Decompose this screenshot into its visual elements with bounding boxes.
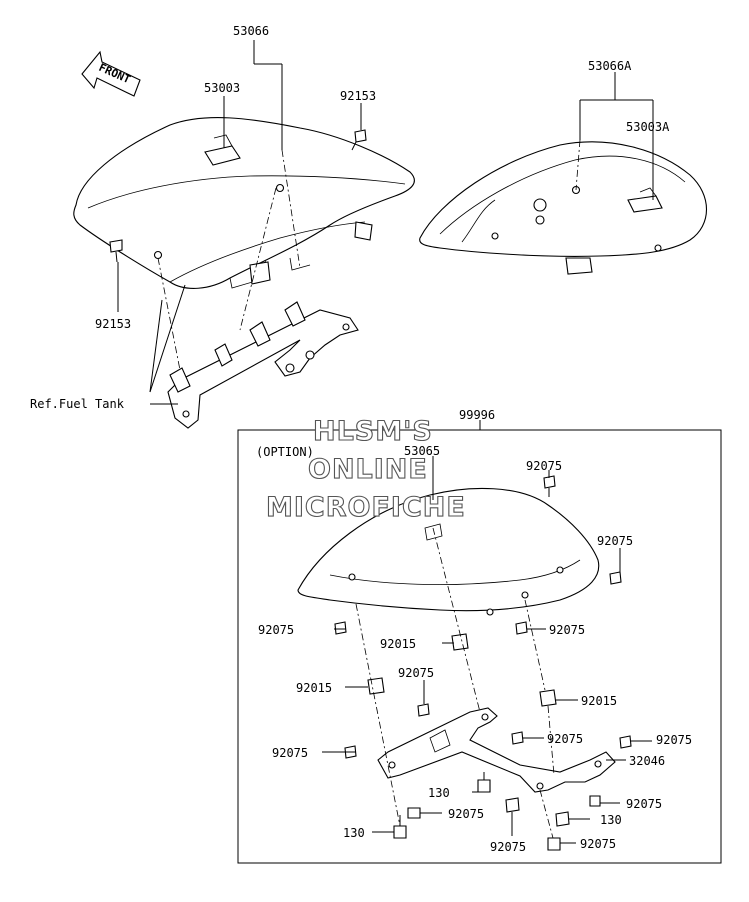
- part-labels: 53066 53003 92153 92153 53066A 53003A Re…: [30, 24, 692, 854]
- label-92153-top: 92153: [340, 89, 376, 103]
- label-92015-b: 92015: [296, 681, 332, 695]
- bolt-92075-group: [334, 475, 632, 851]
- watermark-line2: ONLINE: [308, 454, 428, 485]
- label-130-b: 130: [600, 813, 622, 827]
- label-92075-e: 92075: [398, 666, 434, 680]
- pillion-seat: [419, 141, 708, 275]
- label-53066A: 53066A: [588, 59, 632, 73]
- label-92075-d: 92075: [549, 623, 585, 637]
- nut-92015-center: [451, 633, 469, 651]
- watermark: HLSM'S ONLINE MICROFICHE: [265, 415, 466, 523]
- alignment-lines: [157, 139, 581, 839]
- label-92075-a: 92075: [526, 459, 562, 473]
- label-92015-a: 92015: [380, 637, 416, 651]
- label-92075-b: 92075: [597, 534, 633, 548]
- label-53003: 53003: [204, 81, 240, 95]
- label-130-a: 130: [428, 786, 450, 800]
- label-92075-g: 92075: [656, 733, 692, 747]
- label-99996: 99996: [459, 408, 495, 422]
- bolt-92153-top: [351, 129, 367, 151]
- label-53065: 53065: [404, 444, 440, 458]
- label-92075-j: 92075: [448, 807, 484, 821]
- front-arrow-icon: FRONT: [81, 50, 141, 97]
- label-130-c: 130: [343, 826, 365, 840]
- label-92075-k: 92075: [490, 840, 526, 854]
- bolt-92153-left: [109, 239, 123, 263]
- seat-cowl: [297, 487, 600, 616]
- label-92075-i: 92075: [626, 797, 662, 811]
- label-53066: 53066: [233, 24, 269, 38]
- label-ref-fuel-tank: Ref.Fuel Tank: [30, 397, 125, 411]
- label-32046: 32046: [629, 754, 665, 768]
- leader-lines: [117, 40, 654, 844]
- label-92075-f: 92075: [547, 732, 583, 746]
- label-92075-c: 92075: [258, 623, 294, 637]
- seat-bracket: [167, 301, 359, 429]
- watermark-line3: MICROFICHE: [266, 492, 466, 523]
- watermark-line1: HLSM'S: [313, 416, 433, 447]
- label-92075-l: 92075: [580, 837, 616, 851]
- rider-seat: [73, 117, 415, 289]
- label-53003A: 53003A: [626, 120, 670, 134]
- label-92153-left: 92153: [95, 317, 131, 331]
- label-option: (OPTION): [256, 445, 314, 459]
- label-92075-h: 92075: [272, 746, 308, 760]
- option-bracket: [377, 707, 616, 793]
- nut-92015-right: [539, 689, 557, 707]
- label-92015-c: 92015: [581, 694, 617, 708]
- nut-92015-left: [367, 677, 385, 695]
